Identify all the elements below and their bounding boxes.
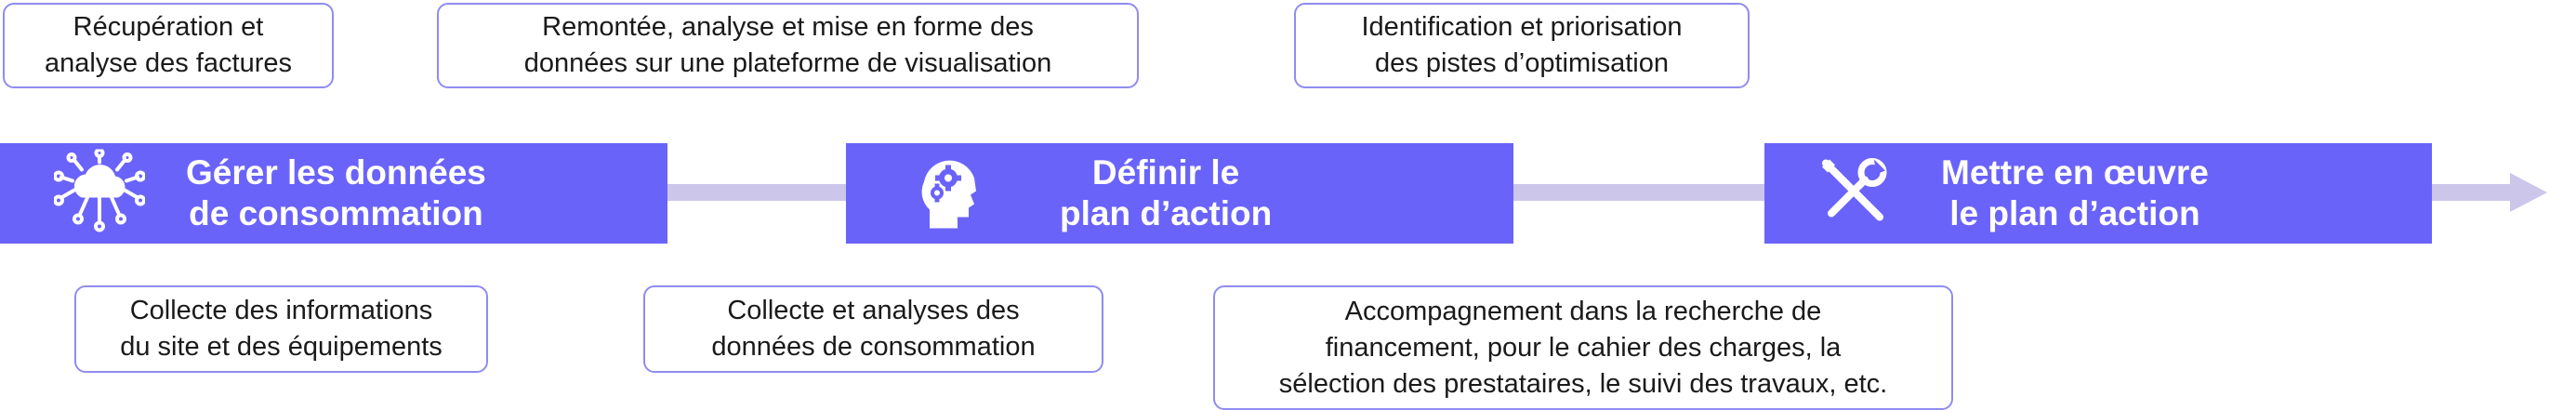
timeline-arrow-head bbox=[2510, 173, 2547, 212]
step-define-plan: Définir le plan d’action bbox=[846, 143, 1513, 244]
step-implement-plan: Mettre en œuvre le plan d’action bbox=[1764, 143, 2432, 244]
note-top-visualisation: Remontée, analyse et mise en forme des d… bbox=[437, 3, 1139, 88]
note-top-invoices: Récupération et analyse des factures bbox=[3, 3, 334, 88]
step-manage-data: Gérer les données de consommation bbox=[0, 143, 667, 244]
step-title: Mettre en œuvre le plan d’action bbox=[1941, 153, 2209, 232]
step-title: Gérer les données de consommation bbox=[186, 153, 486, 232]
note-bottom-support: Accompagnement dans la recherche de fina… bbox=[1213, 285, 1953, 410]
note-bottom-consumption: Collecte et analyses des données de cons… bbox=[643, 285, 1103, 373]
step-title: Définir le plan d’action bbox=[1060, 153, 1273, 232]
cloud-network-icon bbox=[53, 148, 146, 238]
tools-icon bbox=[1818, 156, 1889, 231]
note-top-optimisation: Identification et priorisation des piste… bbox=[1294, 3, 1750, 88]
note-bottom-site-info: Collecte des informations du site et des… bbox=[74, 285, 488, 373]
head-gears-icon bbox=[917, 154, 978, 233]
